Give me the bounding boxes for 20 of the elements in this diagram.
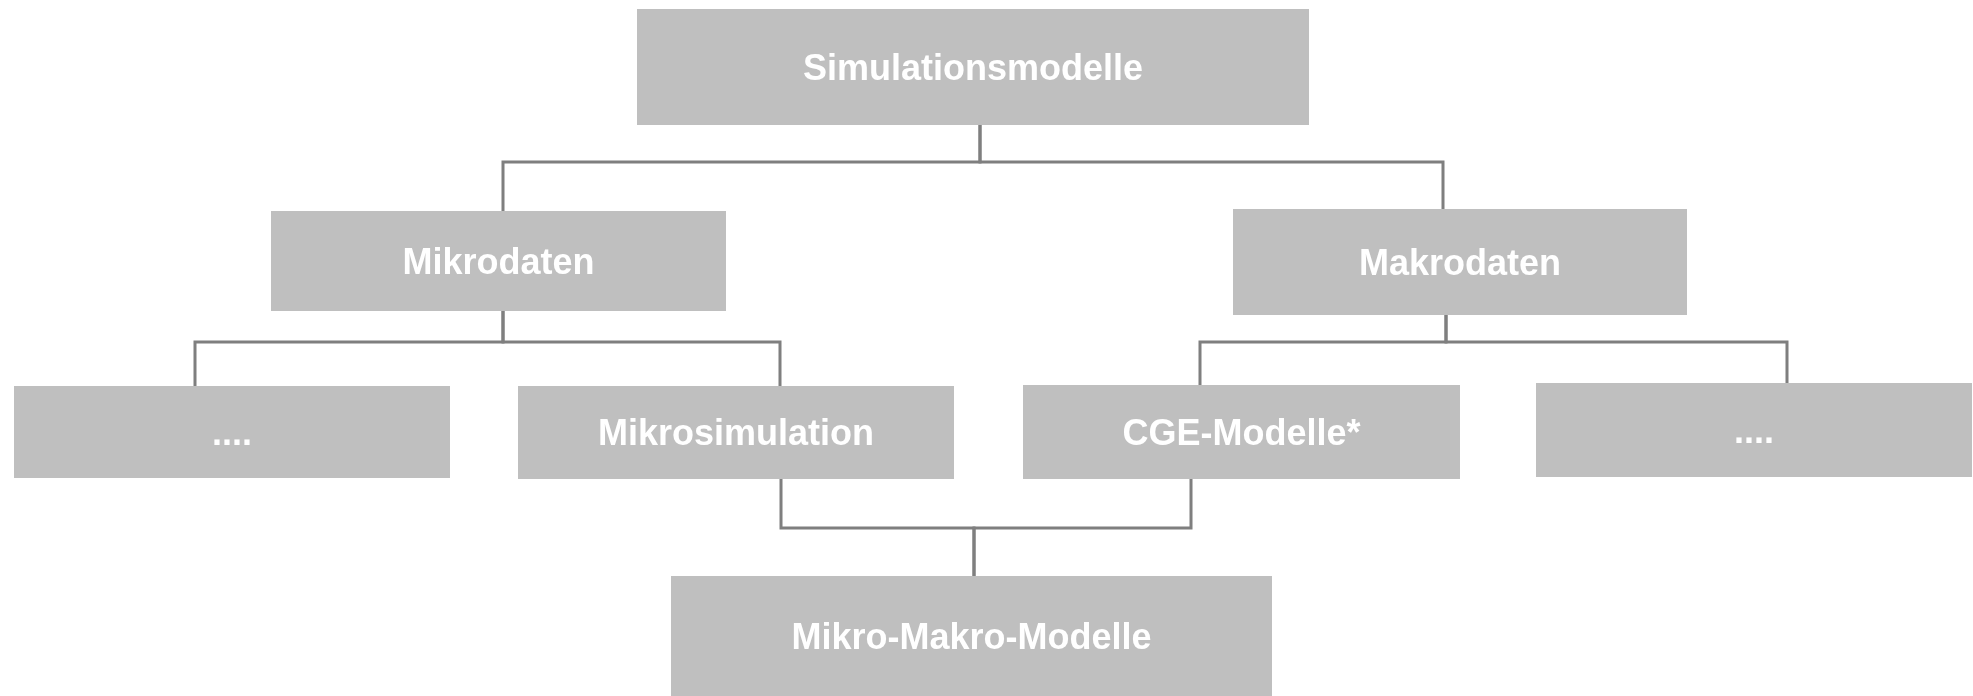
connector-line bbox=[978, 125, 1445, 209]
category-box bbox=[271, 211, 726, 311]
category-box bbox=[1023, 385, 1460, 479]
connector-line bbox=[1444, 315, 1789, 383]
box-label: Simulationsmodelle bbox=[802, 45, 1144, 90]
box-label: Mikrosimulation bbox=[598, 411, 874, 455]
category-box bbox=[1233, 209, 1687, 315]
connector-line bbox=[972, 479, 1193, 576]
category-box bbox=[1536, 383, 1972, 477]
category-box bbox=[637, 9, 1309, 125]
category-box bbox=[518, 386, 954, 479]
connector-line bbox=[501, 311, 782, 386]
box-label: .... bbox=[1734, 408, 1774, 453]
box-label: Makrodaten bbox=[1358, 240, 1561, 285]
box-label: .... bbox=[212, 410, 252, 455]
box-label: Mikrodaten bbox=[402, 239, 595, 284]
category-box bbox=[14, 386, 450, 478]
box-label: CGE-Modelle* bbox=[1122, 410, 1361, 455]
category-box bbox=[671, 576, 1272, 696]
box-label: Mikro-Makro-Modelle bbox=[791, 614, 1152, 659]
